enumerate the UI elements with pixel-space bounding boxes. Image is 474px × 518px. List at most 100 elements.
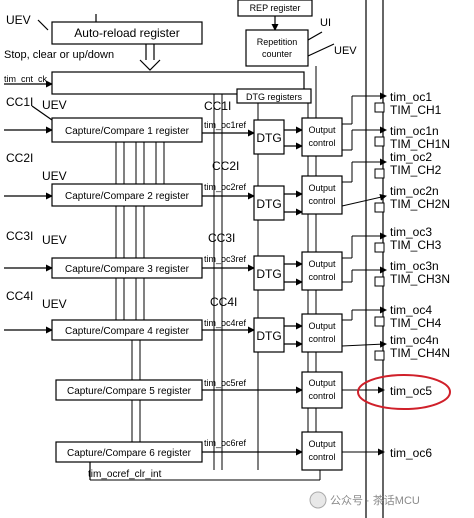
capture-compare-1-register-label: Capture/Compare 1 register (65, 126, 190, 137)
tim-ocref-clr-int-label: tim_ocref_clr_int (88, 469, 162, 480)
channel-1: CC1I UEV Capture/Compare 1 register CC1I… (4, 90, 450, 157)
ui-wire (307, 31, 323, 41)
dtg-registers-label: DTG registers (246, 92, 303, 102)
auto-reload-register-label: Auto-reload register (74, 26, 179, 40)
tim-oc4n-label: tim_oc4n (390, 333, 439, 347)
output-control-3-box (301, 251, 343, 291)
capture-compare-2-register-label: Capture/Compare 2 register (65, 191, 190, 202)
capture-compare-4-register-label: Capture/Compare 4 register (65, 326, 190, 337)
channel-2-uev-label: UEV (42, 169, 67, 183)
tim-ch3n-label: TIM_CH3N (390, 272, 450, 286)
tim-ch4-label: TIM_CH4 (390, 316, 442, 330)
rep-register-label: REP register (250, 3, 301, 13)
watermark-text: 公众号 · 茶话MCU (330, 494, 420, 507)
cc2i-right-label: CC2I (212, 159, 239, 173)
output-control-6-line2: control (308, 452, 335, 462)
ui-label: UI (320, 17, 331, 29)
tim-oc4ref-label: tim_oc4ref (204, 318, 247, 328)
repetition-counter-box (245, 29, 309, 67)
capture-compare-6-register-label: Capture/Compare 6 register (67, 448, 192, 459)
uev-top-left-wire (37, 19, 49, 31)
output-control-5-line2: control (308, 391, 335, 401)
tim-oc6-label: tim_oc6 (390, 446, 432, 460)
channel-1-uev-label: UEV (42, 98, 67, 112)
autoreload-feed-arrowhead (139, 59, 161, 71)
tim-oc6ref-label: tim_oc6ref (204, 438, 247, 448)
channel-4: CC4I UEV Capture/Compare 4 register CC4I… (4, 289, 450, 361)
channel-4-uev-label: UEV (42, 297, 67, 311)
tim-oc3-label: tim_oc3 (390, 225, 432, 239)
channel-3: CC3I UEV Capture/Compare 3 register CC3I… (4, 225, 450, 291)
dtg-1-box (253, 119, 285, 155)
dtg-3-box (253, 255, 285, 291)
output-control-1-line2: control (308, 138, 335, 148)
uev-right-wire (307, 43, 335, 57)
cc4i-right-label: CC4I (210, 295, 237, 309)
bottom-section: tim_ocref_clr_int (88, 462, 321, 481)
channel-1-uev-wire (31, 105, 53, 121)
cc3i-flag-label: CC3I (6, 229, 33, 243)
cc3i-right-label: CC3I (208, 231, 235, 245)
tim-ch1n-label: TIM_CH1N (390, 137, 450, 151)
output-control-5-box (301, 371, 343, 409)
dtg-1-label: DTG (256, 131, 281, 145)
top-section: REP register UEV Auto-reload register St… (4, 0, 357, 104)
tim-oc5ref-label: tim_oc5ref (204, 378, 247, 388)
output-control-6-line1: Output (308, 439, 336, 449)
capture-compare-5-register-label: Capture/Compare 5 register (67, 386, 192, 397)
tim-ch3-label: TIM_CH3 (390, 238, 442, 252)
cc2i-flag-label: CC2I (6, 151, 33, 165)
output-control-3-line2: control (308, 272, 335, 282)
tim-oc5-highlight-circle (357, 374, 451, 410)
output-control-4-box (301, 313, 343, 353)
output-control-6-box (301, 431, 343, 471)
channel-6: Capture/Compare 6 register tim_oc6ref Ou… (55, 431, 432, 471)
uev-right-label: UEV (334, 45, 357, 57)
watermark: 公众号 · 茶话MCU (309, 491, 420, 509)
auto-reload-register-box (51, 21, 203, 45)
output-control-4-line2: control (308, 334, 335, 344)
dtg-3-label: DTG (256, 267, 281, 281)
output-control-2-box (301, 175, 343, 215)
dtg-registers-box (236, 88, 312, 104)
stop-clear-label: Stop, clear or up/down (4, 49, 114, 61)
dtg-2-box (253, 185, 285, 221)
tim-ch2n-label: TIM_CH2N (390, 197, 450, 211)
channel-5: Capture/Compare 5 register tim_oc5ref Ou… (55, 371, 451, 410)
tim-oc1-label: tim_oc1 (390, 90, 432, 104)
tim-oc2n-label: tim_oc2n (390, 184, 439, 198)
tim-oc5-label: tim_oc5 (390, 384, 432, 398)
cc1i-flag-label: CC1I (6, 95, 33, 109)
output-control-1-line1: Output (308, 125, 336, 135)
dtg-4-label: DTG (256, 329, 281, 343)
autoreload-feed-arrow (145, 44, 155, 60)
channel-2: CC2I UEV Capture/Compare 2 register CC2I… (4, 150, 450, 221)
capture-compare-1-register-box (51, 117, 203, 143)
tim-oc2ref-label: tim_oc2ref (204, 182, 247, 192)
output-control-1-box (301, 117, 343, 157)
tim-oc3n-label: tim_oc3n (390, 259, 439, 273)
tim-oc1n-label: tim_oc1n (390, 124, 439, 138)
tim-ch4n-label: TIM_CH4N (390, 346, 450, 360)
cc1i-right-label: CC1I (204, 99, 231, 113)
output-control-3-line1: Output (308, 259, 336, 269)
dtg-4-box (253, 317, 285, 353)
output-control-5-line1: Output (308, 378, 336, 388)
tim-oc4-label: tim_oc4 (390, 303, 432, 317)
tim-ch1-label: TIM_CH1 (390, 103, 442, 117)
wechat-logo-icon (309, 491, 327, 509)
repetition-counter-line1: Repetition (257, 37, 298, 47)
dtg-2-label: DTG (256, 197, 281, 211)
capture-compare-3-register-label: Capture/Compare 3 register (65, 264, 190, 275)
capture-compare-2-register-box (51, 183, 203, 207)
tim-cnt-ck-label: tim_cnt_ck (4, 74, 48, 84)
tim-oc2-label: tim_oc2 (390, 150, 432, 164)
tim-oc3ref-label: tim_oc3ref (204, 254, 247, 264)
repetition-counter-line2: counter (262, 49, 292, 59)
cc4i-flag-label: CC4I (6, 289, 33, 303)
tim-oc1ref-label: tim_oc1ref (204, 120, 247, 130)
tim-ch2-label: TIM_CH2 (390, 163, 442, 177)
output-control-2-line2: control (308, 196, 335, 206)
channel-3-uev-label: UEV (42, 233, 67, 247)
